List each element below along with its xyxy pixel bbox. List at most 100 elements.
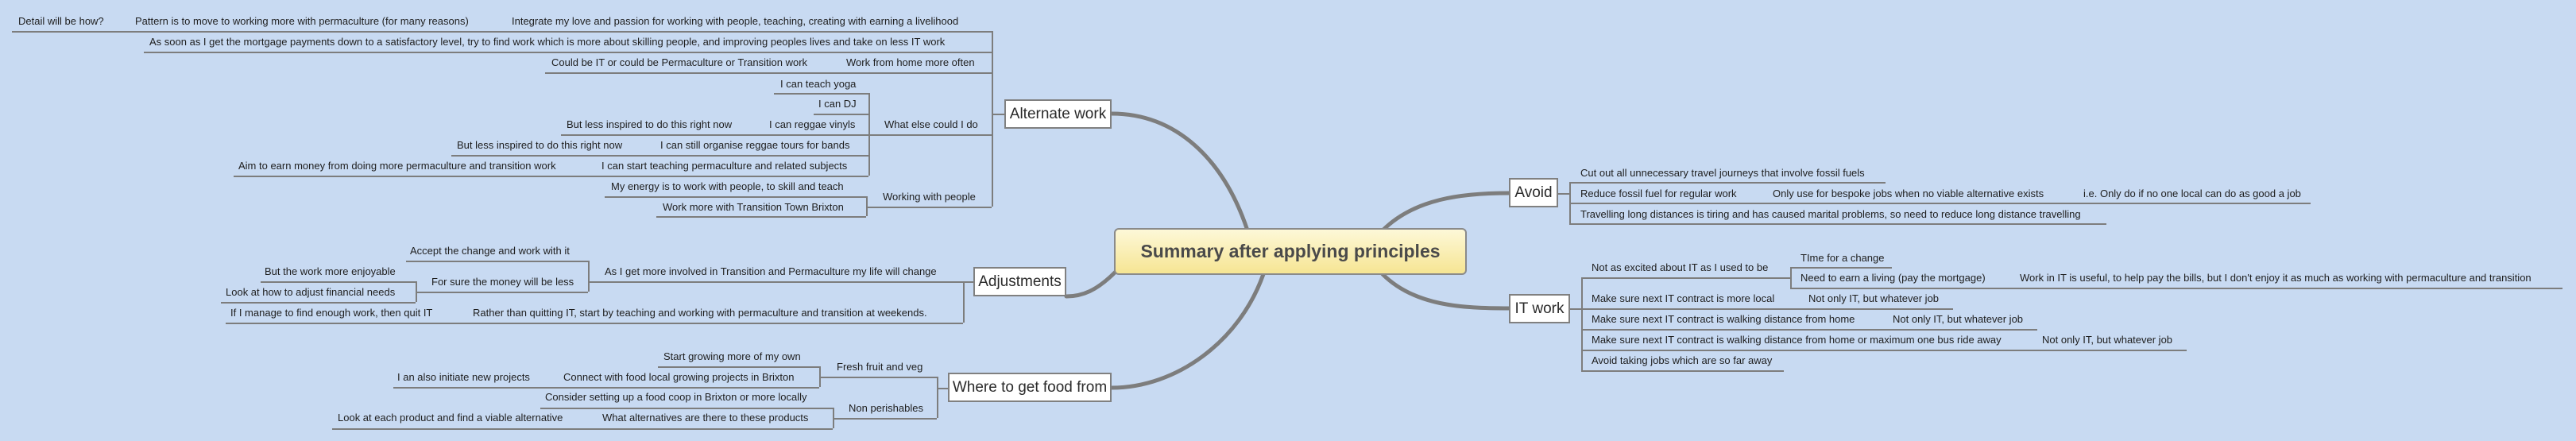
node[interactable]: If I manage to find enough work, then qu… [230,307,433,319]
node[interactable]: I can DJ [818,98,857,110]
connector [416,281,417,302]
topic-it-work[interactable]: IT work [1509,294,1570,323]
node[interactable]: Make sure next IT contract is more local [1592,292,1775,304]
node[interactable]: TIme for a change [1800,252,1885,264]
connector [588,261,590,292]
node[interactable]: Start growing more of my own [663,350,801,362]
topic-label: Where to get food from [952,378,1108,396]
topic-label: IT work [1514,300,1565,317]
node[interactable]: Accept the change and work with it [410,245,570,257]
connector [605,196,866,198]
node[interactable]: For sure the money will be less [431,276,574,288]
node[interactable]: Integrate my love and passion for workin… [512,15,959,27]
connector [1569,182,1886,184]
node[interactable]: Not only IT, but whatever job [1808,292,1940,304]
connector [561,134,992,136]
node[interactable]: I can reggae vinyls [769,118,856,130]
topic-adjustments[interactable]: Adjustments [973,267,1066,296]
connector-food [1109,272,1266,390]
node[interactable]: Detail will be how? [18,15,104,27]
connector-adjustments [1064,269,1118,299]
connector [406,261,588,262]
connector [1570,308,1581,310]
connector [963,281,965,323]
connector [1790,267,1792,288]
connector [144,52,992,53]
node[interactable]: Work from home more often [846,56,975,68]
connector [261,281,416,283]
node[interactable]: Pattern is to move to working more with … [135,15,469,27]
node[interactable]: As I get more involved in Transition and… [605,265,937,277]
connector [819,377,937,378]
connector [1581,350,2187,351]
node[interactable]: I can start teaching permaculture and re… [601,160,848,172]
connector [937,388,948,389]
connector [992,31,993,207]
node[interactable]: Look at each product and find a viable a… [338,412,563,424]
node[interactable]: I can teach yoga [780,78,857,90]
node[interactable]: But less inspired to do this right now [457,139,623,151]
topic-label: Alternate work [1009,105,1107,122]
connector [658,366,819,368]
node[interactable]: I an also initiate new projects [397,371,530,383]
connector [1581,277,1790,279]
topic-avoid[interactable]: Avoid [1509,178,1558,207]
connector [1558,193,1569,195]
connector-avoid [1380,191,1511,233]
node[interactable]: Reduce fossil fuel for regular work [1580,188,1737,199]
node[interactable]: Rather than quitting IT, start by teachi… [473,307,927,319]
node[interactable]: Working with people [883,191,976,203]
node[interactable]: Work in IT is useful, to help pay the bi… [2020,272,2532,284]
node[interactable]: Aim to earn money from doing more permac… [238,160,556,172]
node[interactable]: Not as excited about IT as I used to be [1592,261,1769,273]
connector [1581,277,1583,370]
node[interactable]: My energy is to work with people, to ski… [611,180,844,192]
topic-alternate-work[interactable]: Alternate work [1004,99,1112,129]
topic-label: Adjustments [978,273,1062,290]
connector [226,323,963,324]
node[interactable]: Not only IT, but whatever job [1893,313,2024,325]
node[interactable]: Work more with Transition Town Brixton [663,201,844,213]
node[interactable]: Need to earn a living (pay the mortgage) [1800,272,1986,284]
central-topic-label: Summary after applying principles [1140,241,1441,261]
node[interactable]: Non perishables [849,402,923,414]
connector [451,155,868,157]
node[interactable]: Could be IT or could be Permaculture or … [551,56,808,68]
connector [992,114,1004,115]
node[interactable]: Only use for bespoke jobs when no viable… [1773,188,2044,199]
node[interactable]: What alternatives are there to these pro… [602,412,809,424]
connector [963,281,973,283]
connector [393,387,819,389]
node[interactable]: Look at how to adjust financial needs [226,286,396,298]
node[interactable]: But less inspired to do this right now [567,118,733,130]
node[interactable]: I can still organise reggae tours for ba… [660,139,850,151]
node[interactable]: As soon as I get the mortgage payments d… [149,36,946,48]
connector [12,31,992,33]
node[interactable]: Not only IT, but whatever job [2042,334,2173,346]
node[interactable]: i.e. Only do if no one local can do as g… [2083,188,2301,199]
node[interactable]: Cut out all unnecessary travel journeys … [1580,167,1865,179]
node[interactable]: Travelling long distances is tiring and … [1580,208,2081,220]
connector [866,196,868,216]
topic-where-to-get-food-from[interactable]: Where to get food from [948,373,1112,402]
node[interactable]: Connect with food local growing projects… [563,371,795,383]
connector [1581,308,1953,310]
connector [540,408,833,409]
connector [545,72,992,74]
connector [1790,267,1892,269]
node[interactable]: Fresh fruit and veg [837,361,923,373]
topic-label: Avoid [1514,184,1553,201]
node[interactable]: What else could I do [884,118,978,130]
connector [332,428,833,430]
node[interactable]: Consider setting up a food coop in Brixt… [545,391,807,403]
node[interactable]: Make sure next IT contract is walking di… [1592,334,2002,346]
connector [1790,288,2562,289]
connector [833,418,937,420]
node[interactable]: But the work more enjoyable [265,265,396,277]
node[interactable]: Avoid taking jobs which are so far away [1592,354,1773,366]
connector [221,302,416,304]
central-topic[interactable]: Summary after applying principles [1114,228,1467,275]
connector [1581,370,1784,372]
node[interactable]: Make sure next IT contract is walking di… [1592,313,1855,325]
